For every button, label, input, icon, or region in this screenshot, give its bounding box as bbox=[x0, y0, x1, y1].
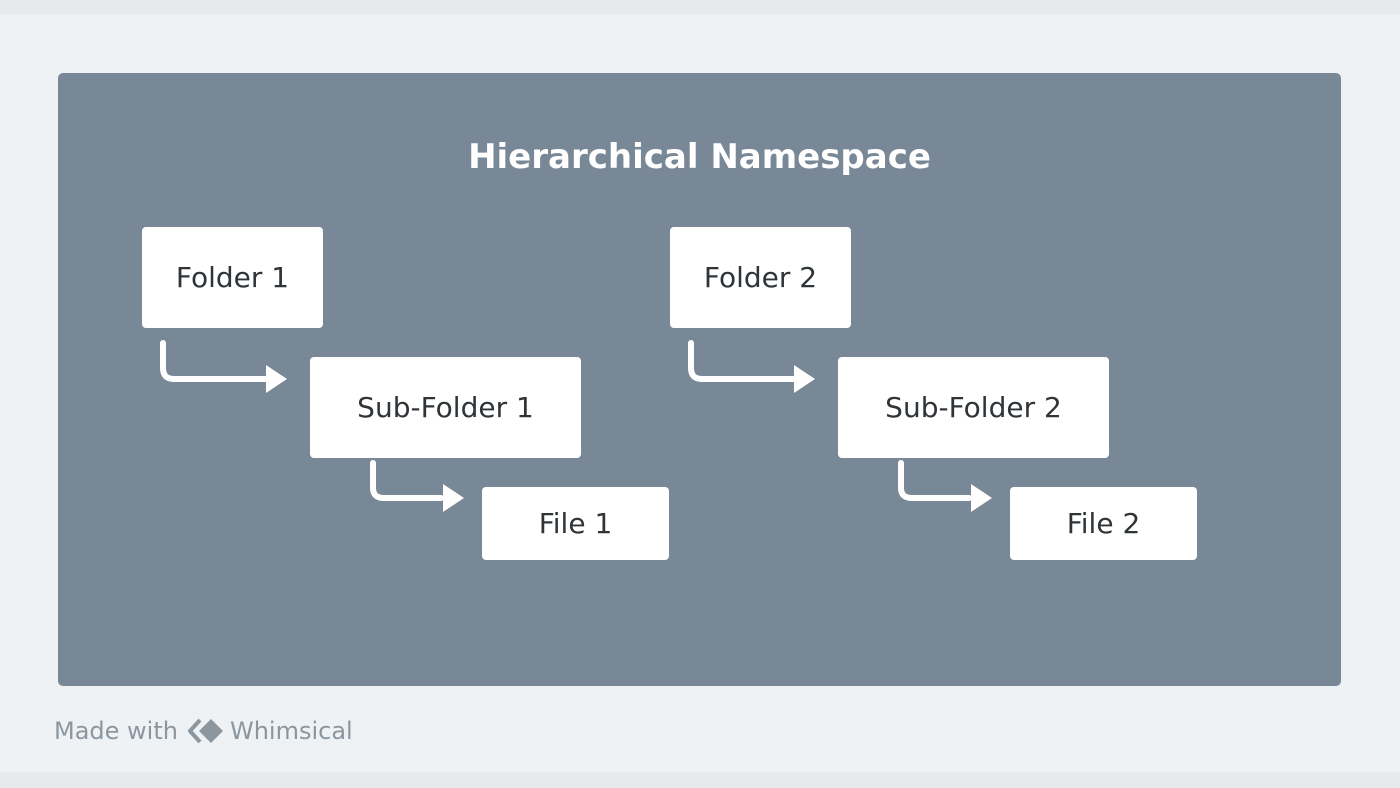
node-sub-folder-2: Sub-Folder 2 bbox=[838, 357, 1109, 458]
node-label: Folder 1 bbox=[175, 261, 290, 294]
node-label: File 1 bbox=[538, 507, 613, 540]
footer[interactable]: Made with Whimsical bbox=[54, 714, 353, 748]
made-with-text: Made with bbox=[54, 717, 178, 745]
node-folder-2: Folder 2 bbox=[670, 227, 851, 328]
node-label: Folder 2 bbox=[703, 261, 818, 294]
connector-subfolder2-file2 bbox=[898, 460, 972, 501]
whimsical-brand-text: Whimsical bbox=[229, 717, 353, 745]
arrowhead-subfolder2 bbox=[794, 365, 815, 393]
arrowhead-subfolder1 bbox=[266, 365, 287, 393]
diagram-panel: Hierarchical Namespace Folder 1 Sub-Fold… bbox=[58, 73, 1341, 686]
connector-folder1-subfolder1 bbox=[160, 340, 271, 382]
node-sub-folder-1: Sub-Folder 1 bbox=[310, 357, 581, 458]
canvas: Hierarchical Namespace Folder 1 Sub-Fold… bbox=[0, 14, 1400, 772]
node-folder-1: Folder 1 bbox=[142, 227, 323, 328]
arrowhead-file2 bbox=[971, 484, 992, 512]
whimsical-logo-icon bbox=[186, 717, 226, 745]
connector-layer bbox=[160, 340, 992, 512]
arrowhead-file1 bbox=[443, 484, 464, 512]
node-label: Sub-Folder 1 bbox=[357, 391, 534, 424]
diagram-title: Hierarchical Namespace bbox=[468, 137, 931, 177]
node-file-2: File 2 bbox=[1010, 487, 1197, 560]
node-file-1: File 1 bbox=[482, 487, 669, 560]
node-label: Sub-Folder 2 bbox=[885, 391, 1062, 424]
connector-folder2-subfolder2 bbox=[688, 340, 799, 382]
connector-subfolder1-file1 bbox=[370, 460, 444, 501]
node-label: File 2 bbox=[1066, 507, 1141, 540]
